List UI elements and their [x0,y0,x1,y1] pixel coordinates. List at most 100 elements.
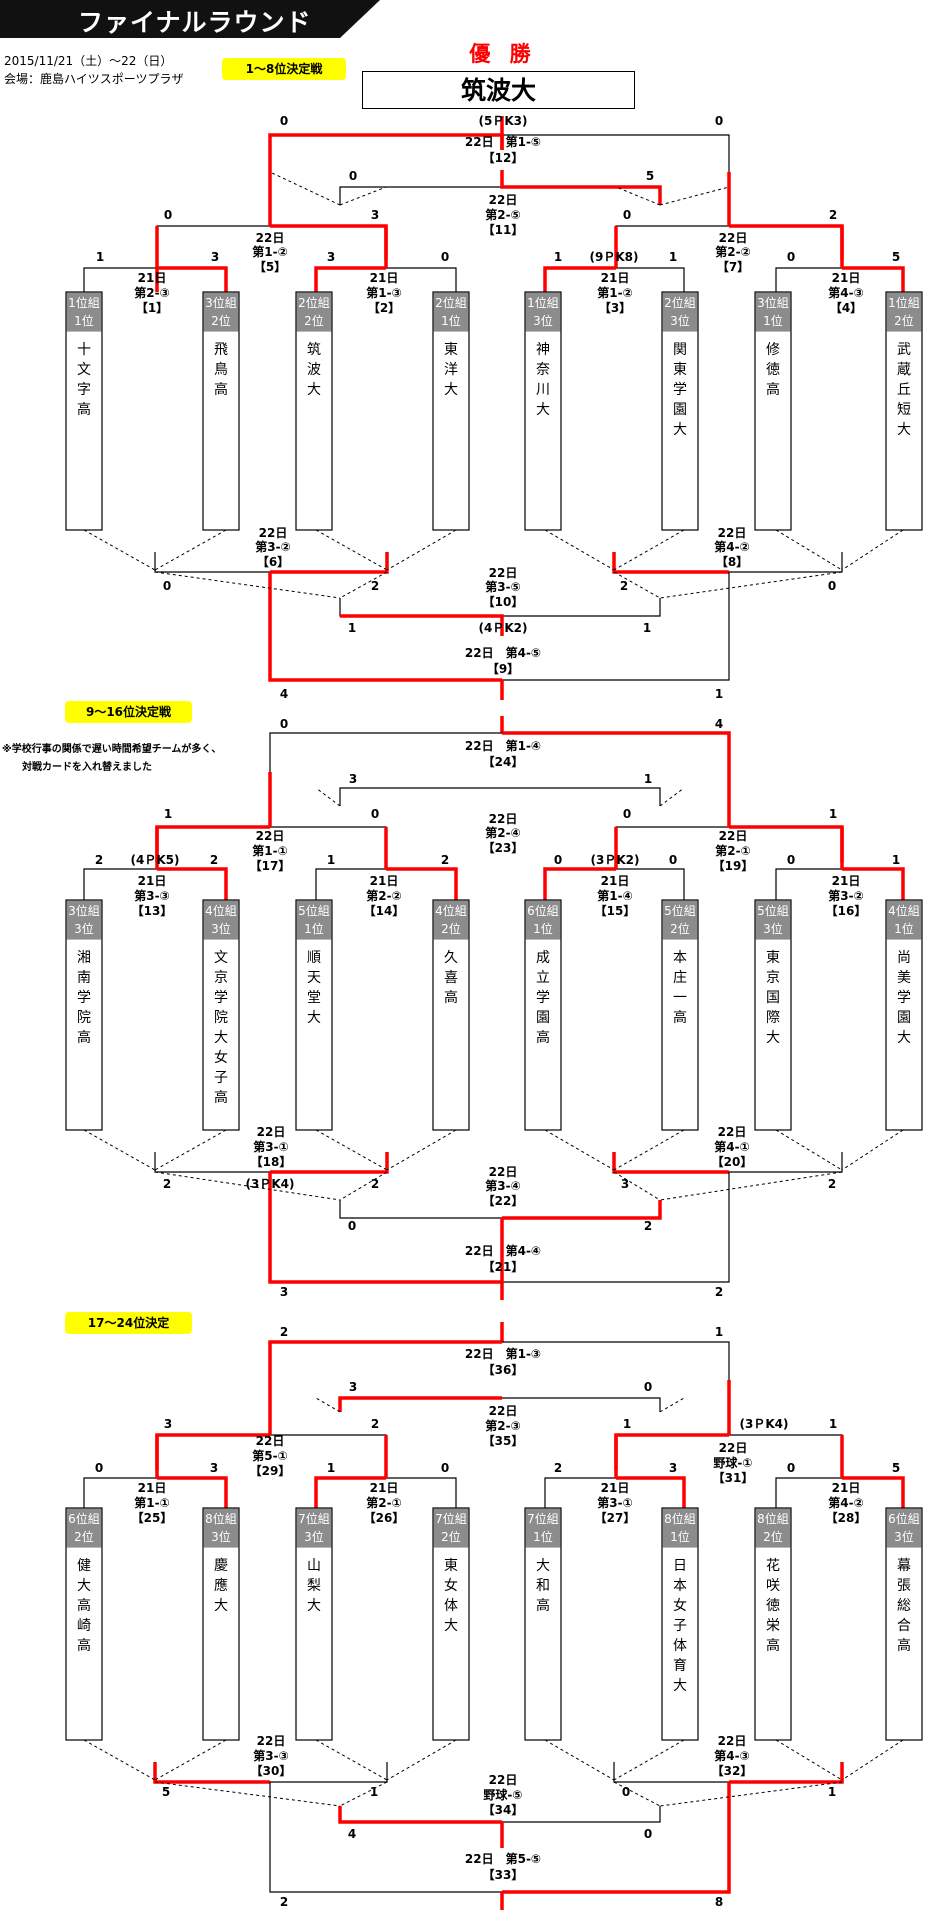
score: 0 [554,853,562,867]
dashed-connector [315,1129,388,1171]
team-group-rank: 1位 [441,313,461,328]
match-info: (4ＰK2) [479,621,528,635]
match-info: 21日 [370,1481,399,1495]
match-info: 【5】 [254,259,286,274]
team-box [65,291,103,531]
match-info: (3ＰK2) [591,853,640,867]
dashed-connector [83,1129,156,1171]
match-info: 【23】 [483,840,524,855]
champion-label: 優 勝 [469,42,537,66]
match-info: (3ＰK4) [740,1417,789,1431]
score: 1 [828,1785,836,1799]
match-info: 21日 [832,1481,861,1495]
team-group-rank: 2位 [763,1529,783,1544]
team-group: 8位組 [757,1511,789,1526]
match-info: 第3-② [255,539,291,554]
dashed-connector [659,787,685,807]
match-info: 【17】 [250,858,291,873]
match-info: 22日 [256,231,285,245]
champion-name: 筑波大 [362,71,635,109]
dashed-connector [154,1171,341,1201]
dashed-connector [154,571,341,599]
score: 2 [620,579,628,593]
banner-title: ファイナルラウンド [78,8,312,37]
score: 1 [370,1785,378,1799]
team-group: 3位組 [757,295,789,310]
dashed-connector [659,1781,843,1807]
team-group-rank: 2位 [894,313,914,328]
team-group-header [203,1508,239,1548]
match-info: 【6】 [257,554,289,569]
event-date: 2015/11/21（土）～22（日） [4,54,173,68]
score: 3 [211,250,219,264]
match-info: 【12】 [483,150,524,165]
score: 3 [669,1461,677,1475]
match-info: 【32】 [712,1763,753,1778]
team-group-rank: 2位 [74,1529,94,1544]
match-info: 21日 [601,1481,630,1495]
bracket-line [339,787,661,806]
match-info: 【7】 [717,259,749,274]
match-info: 【8】 [716,554,748,569]
score: 1 [644,772,652,786]
match-info: 22日 第4-④ [465,1243,541,1258]
team-name: 尚美学園大 [897,950,911,1046]
winner-path [502,1782,731,1894]
team-name: 神奈川大 [536,342,550,418]
team-box [754,291,792,531]
score: 0 [623,807,631,821]
match-info: 22日 [489,193,518,207]
match-info: 第5-① [252,1448,288,1463]
team-group-rank: 1位 [763,313,783,328]
team-group-header [662,292,698,332]
match-info: 【27】 [595,1510,636,1525]
team-group: 5位組 [757,903,789,918]
dashed-connector [339,186,387,206]
match-info: 22日 [489,566,518,580]
winner-path [543,867,616,900]
match-info: 22日 [489,1404,518,1418]
team-name: 健大高崎高 [77,1558,91,1654]
team-group-rank: 1位 [74,313,94,328]
team-group: 5位組 [664,903,696,918]
dashed-connector [841,1739,904,1781]
dashed-connector [613,1129,685,1171]
team-group-rank: 1位 [894,921,914,936]
score: 0 [623,208,631,222]
dashed-connector [315,529,388,571]
team-group-rank: 1位 [533,1529,553,1544]
team-name: 日本女子体育大 [673,1558,687,1694]
team-box [524,291,562,531]
match-info: 【11】 [483,222,524,237]
score: 1 [829,1417,837,1431]
winner-path [268,572,502,682]
match-info: 第2-③ [485,1418,521,1433]
team-name: 花咲徳栄高 [766,1558,780,1654]
match-info: 【35】 [483,1433,524,1448]
team-group-header [886,292,922,332]
score: 1 [96,250,104,264]
team-name: 関東学園大 [673,342,687,438]
match-info: 22日 [718,1125,747,1139]
match-info: 22日 第5-⑤ [465,1851,541,1866]
team-group-rank: 3位 [763,921,783,936]
match-info: 22日 [257,1734,286,1748]
score: 0 [787,853,795,867]
match-info: 【22】 [483,1193,524,1208]
team-group-rank: 3位 [670,313,690,328]
team-group-header [886,1508,922,1548]
dashed-connector [613,1171,661,1201]
match-info: 第1-② [597,285,633,300]
match-info: 第2-① [366,1495,402,1510]
match-info: 【1】 [136,300,168,315]
team-group-header [525,292,561,332]
match-info: 【33】 [483,1867,524,1882]
match-info: 【31】 [713,1470,754,1485]
dashed-connector [659,186,730,206]
team-group: 4位組 [888,903,920,918]
team-group-rank: 2位 [670,921,690,936]
dashed-connector [315,1739,388,1781]
team-group-header [755,1508,791,1548]
team-name: 大和高 [536,1558,550,1614]
